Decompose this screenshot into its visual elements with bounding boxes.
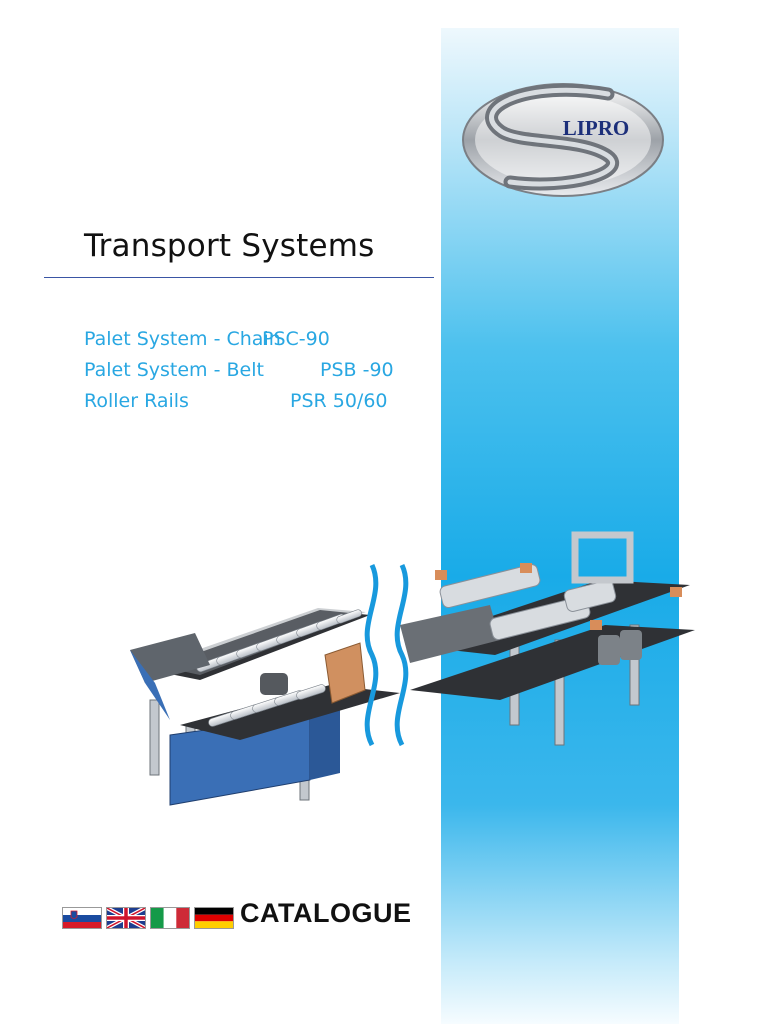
lipro-logo: LIPRO: [462, 83, 664, 197]
list-item: Palet System - Belt PSB -90: [84, 359, 414, 390]
transfer-plate: [130, 633, 210, 683]
cardboard-box: [324, 642, 366, 704]
system-code: PSR 50/60: [290, 390, 388, 412]
italian-flag-icon: [150, 907, 190, 929]
svg-text:LIPRO: LIPRO: [563, 116, 630, 140]
language-flags: [62, 907, 234, 929]
system-name: Palet System - Belt: [84, 359, 264, 381]
page-title: Transport Systems: [84, 228, 375, 264]
system-list: Palet System - Chain PSC-90 Palet System…: [84, 328, 414, 421]
german-flag-icon: [194, 907, 234, 929]
drive-motor: [260, 673, 288, 695]
slovenian-flag-icon: [62, 907, 102, 929]
catalogue-label: CATALOGUE: [240, 898, 412, 928]
system-code: PSB -90: [320, 359, 394, 381]
system-code: PSC-90: [262, 328, 330, 350]
upper-rollers: [196, 609, 362, 673]
system-name: Palet System - Chain: [84, 328, 281, 350]
system-name: Roller Rails: [84, 390, 189, 412]
pallet-conveyor: [400, 531, 695, 700]
uk-flag-icon: [106, 907, 146, 929]
list-item: Roller Rails PSR 50/60: [84, 390, 414, 421]
lower-rollers: [208, 684, 326, 727]
title-divider: [44, 277, 434, 278]
lower-roller-rail: [180, 685, 400, 740]
conveyor-illustration: [130, 531, 695, 806]
list-item: Palet System - Chain PSC-90: [84, 328, 414, 359]
